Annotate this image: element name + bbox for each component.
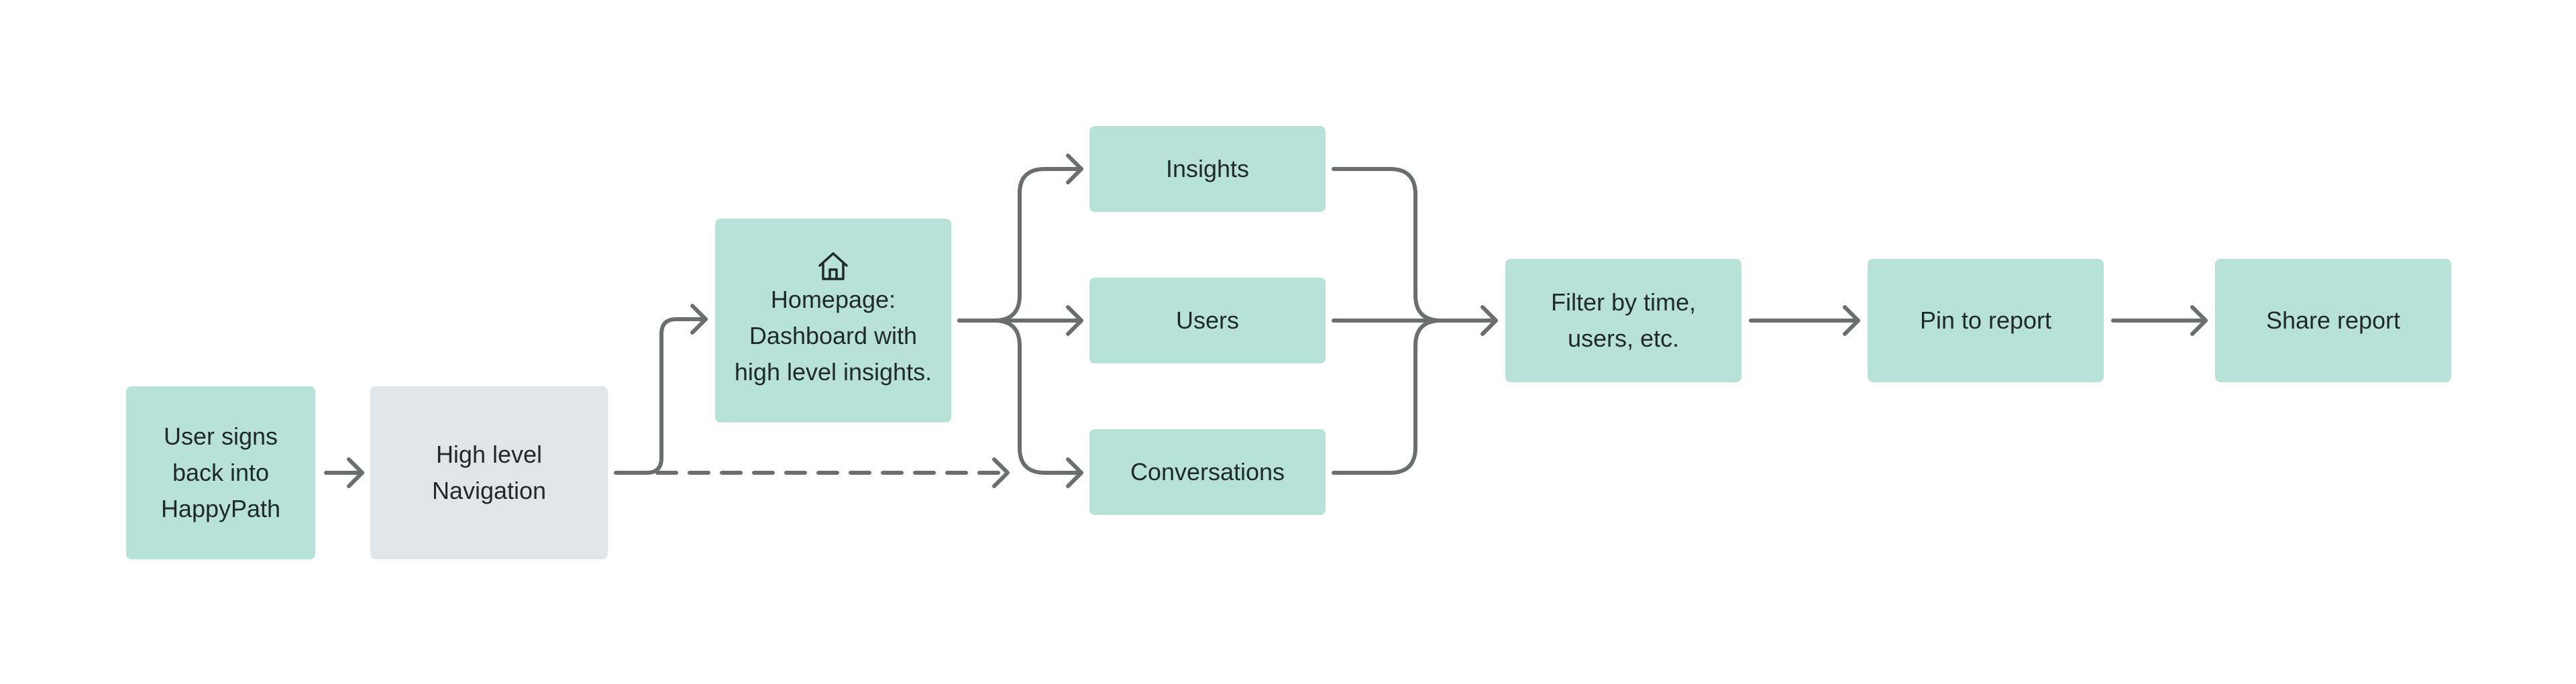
node-pin-to-report: Pin to report — [1868, 259, 2104, 382]
node-share-report: Share report — [2215, 259, 2451, 382]
node-label: High level Navigation — [431, 441, 547, 504]
node-insights: Insights — [1089, 126, 1326, 212]
edge-homepage-to-conversations — [992, 319, 1083, 475]
node-label: Users — [1175, 306, 1239, 334]
node-label: Filter by time, users, etc. — [1550, 288, 1697, 352]
node-label: Insights — [1165, 155, 1250, 182]
arrowhead-insights — [1066, 154, 1083, 184]
arrowhead-filter — [1481, 305, 1498, 336]
arrowhead-conversations-dashed — [992, 457, 1010, 488]
arrowhead-navigation — [347, 457, 364, 488]
arrowhead-homepage — [690, 304, 708, 335]
edge-navigation-to-homepage — [614, 317, 708, 475]
node-label: User signs back into HappyPath — [160, 422, 281, 522]
node-high-level-navigation: High level Navigation — [370, 386, 608, 559]
edge-conversations-to-filter — [1332, 319, 1443, 475]
arrowhead-pin — [1843, 305, 1860, 336]
node-label: Homepage: Dashboard with high level insi… — [734, 286, 932, 386]
home-icon — [818, 252, 848, 280]
node-conversations: Conversations — [1089, 429, 1326, 515]
edge-insights-to-filter — [1332, 167, 1443, 323]
node-label: Conversations — [1130, 458, 1285, 486]
edge-homepage-to-insights — [957, 167, 1083, 323]
arrowhead-users — [1066, 305, 1083, 336]
node-label: Pin to report — [1919, 306, 2052, 334]
node-users: Users — [1089, 278, 1326, 363]
node-filter: Filter by time, users, etc. — [1505, 259, 1741, 382]
node-user-signs-in: User signs back into HappyPath — [126, 386, 315, 559]
arrowhead-share — [2190, 305, 2208, 336]
node-label: Share report — [2265, 306, 2401, 334]
arrowhead-conversations — [1066, 457, 1083, 488]
node-homepage: Homepage: Dashboard with high level insi… — [715, 219, 951, 422]
